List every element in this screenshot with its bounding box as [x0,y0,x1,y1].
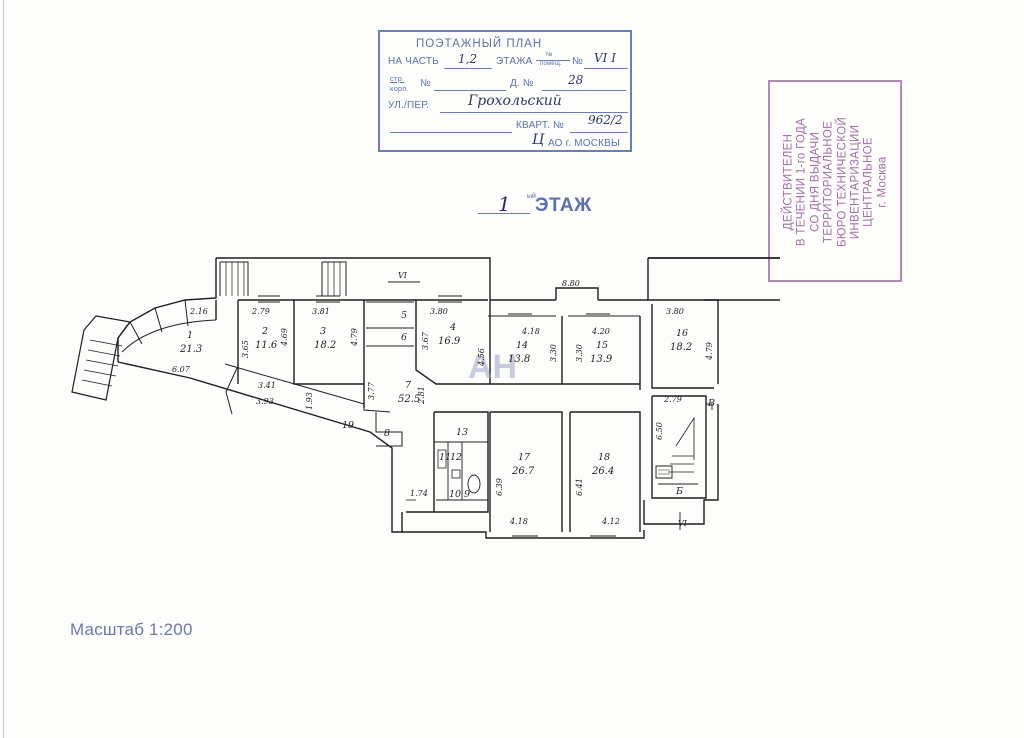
room-3-number: 3 [320,326,326,337]
district-label: АО г. МОСКВЫ [548,138,621,149]
room-no-symbol: № [572,56,583,67]
stamp-title: ПОЭТАЖНЫЙ ПЛАН [416,38,543,50]
room-3-area: 18.2 [314,340,336,351]
block-value: 962/2 [588,113,623,127]
room-b-label: Б [675,486,683,497]
floor-plan-stamp: ПОЭТАЖНЫЙ ПЛАН НА ЧАСТЬ 1,2 ЭТАЖА № поме… [378,30,632,152]
room-2-number: 2 [261,326,268,337]
room-17-number: 17 [518,452,531,463]
room-16-number: 16 [676,328,688,339]
dim-174: 1.74 [410,489,428,498]
scan-edge [3,0,4,738]
district-value: Ц [532,132,545,148]
dim-639: 6.39 [495,478,504,496]
room-1-area: 21.3 [179,344,202,355]
dim-367: 3.67 [421,331,430,350]
room-4-area: 16.9 [438,336,461,347]
dim-381: 3.81 [312,307,330,316]
scale-label: Масштаб 1:200 [70,620,193,639]
watermark-text: АН [468,348,517,386]
room-9-number: 9 [464,489,470,500]
floor-superscript: ый [527,193,536,200]
room-15-area: 13.9 [590,354,613,365]
room-18-number: 18 [598,452,610,463]
room-no-label-bottom: помещ. [540,61,562,67]
room-16-area: 18.2 [670,342,692,353]
house-value: 28 [568,73,584,87]
room-v-label: В [707,398,715,409]
dim-281: 2.81 [417,386,426,405]
section-mark-top: VI [398,271,408,280]
room-1-number: 1 [187,330,193,341]
building-no-label: № [420,78,431,89]
room-7-area: 52.5 [398,394,420,405]
dim-650: 6.50 [655,422,664,440]
room-4-number: 4 [449,322,456,333]
dim-641: 6.41 [575,478,584,496]
dim-469: 4.69 [280,328,289,347]
dim-341: 3.41 [258,381,276,390]
dim-412: 4.12 [601,517,620,526]
dim-479b: 4.79 [705,342,714,361]
house-label: Д. № [510,78,534,89]
room-17-area: 26.7 [511,466,535,477]
on-part-value: 1,2 [458,52,478,66]
street-value: Грохольский [468,93,562,109]
floor-underline [478,213,530,214]
floor-field-label: ЭТАЖА [496,56,533,67]
room-18-area: 26.4 [591,466,614,477]
dim-479a: 4.79 [350,328,359,347]
dim-330a: 3.30 [549,344,558,362]
room-8-number: 8 [384,428,390,439]
dim-279b: 2.79 [663,395,682,404]
dim-330b: 3.30 [575,344,584,362]
dim-418: 4.18 [521,327,540,336]
room-11-number: 11 [439,452,451,463]
room-12-number: 12 [450,452,462,463]
floor-number: 1 [498,192,511,216]
dim-418b: 4.18 [509,517,528,526]
section-mark-bottom: VI [678,519,688,528]
room-14-number: 14 [516,340,528,351]
validity-stamp: ДЕЙСТВИТЕЛЕН В ТЕЧЕНИИ 1-го ГОДА СО ДНЯ … [768,80,902,282]
room-no-label-top: № [546,52,553,58]
on-part-label: НА ЧАСТЬ [388,56,439,67]
room-5-number: 5 [401,310,407,321]
room-no-value: VI I [594,51,616,65]
room-19-number: 19 [342,420,354,431]
floor-label: ЭТАЖ [535,195,592,216]
dim-456: 4.56 [477,348,486,367]
dim-365: 3.65 [241,340,250,358]
dim-380b: 3.80 [666,307,684,316]
dim-420: 4.20 [591,327,610,336]
dim-216: 2.16 [189,307,208,316]
dim-377: 3.77 [367,381,376,400]
dim-607: 6.07 [172,365,191,374]
building-label-top: стр. [390,74,405,83]
dim-380a: 3.80 [430,307,448,316]
dim-880: 8.80 [562,279,580,288]
street-label: УЛ./ПЕР. [388,100,430,111]
dim-279a: 2.79 [251,307,270,316]
room-7-number: 7 [405,380,412,391]
room-15-number: 15 [596,340,608,351]
room-14-area: 13.8 [508,354,530,365]
dim-393: 3.93 [256,397,274,406]
room-10-number: 10 [449,489,461,500]
room-13-number: 13 [456,427,468,438]
dim-193: 1.93 [305,392,314,410]
room-2-area: 11.6 [255,340,278,351]
building-label-bottom: корп. [390,84,409,93]
block-label: КВАРТ. № [516,120,564,131]
room-6-number: 6 [401,332,407,343]
